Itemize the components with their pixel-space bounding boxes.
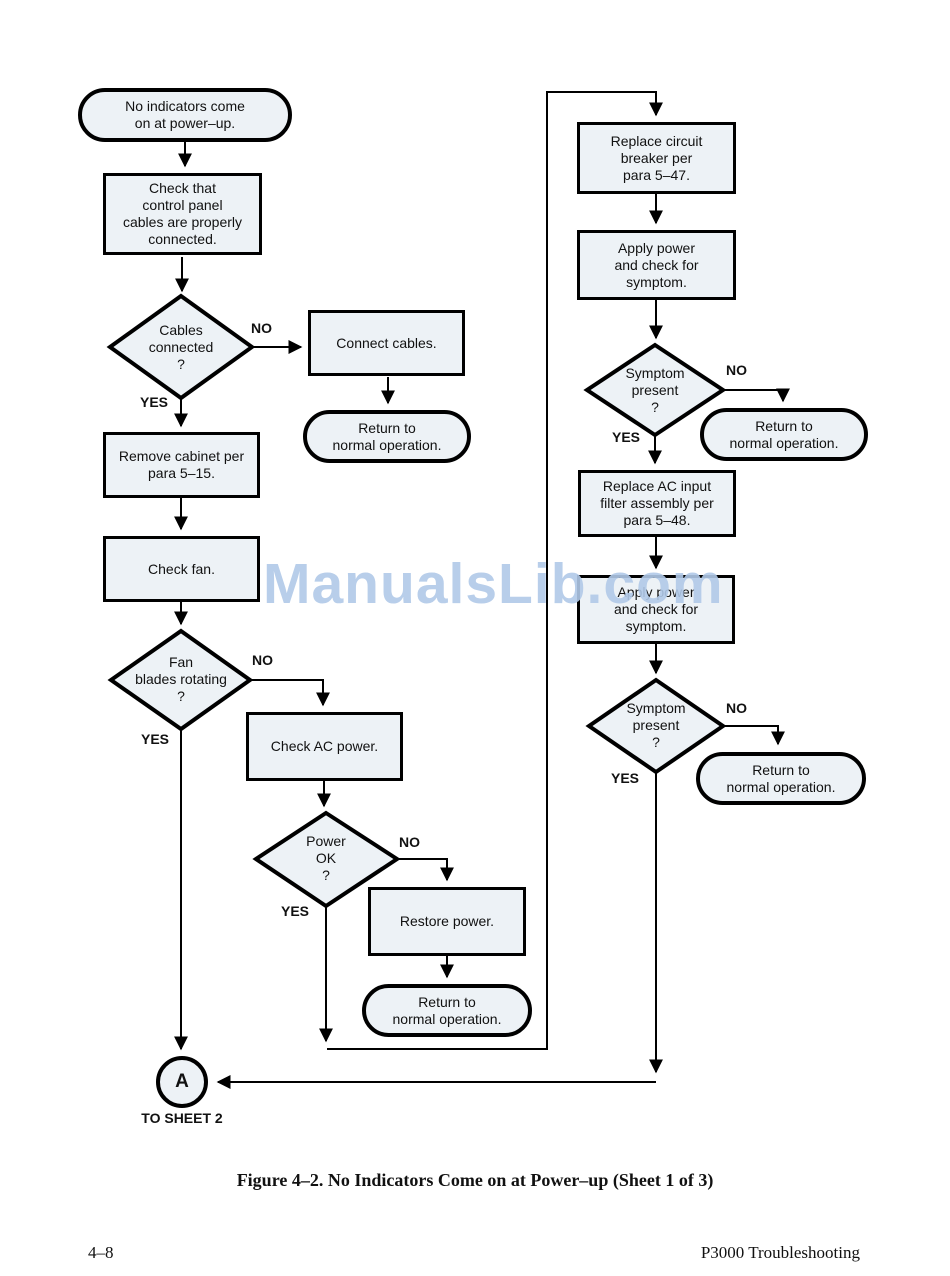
diamond-power-ok [252, 810, 401, 909]
edge-label-no-5: NO [726, 700, 747, 716]
terminal-return-normal-2: Return to normal operation. [362, 984, 532, 1037]
edge-label-no-3: NO [399, 834, 420, 850]
process-restore-power: Restore power. [368, 887, 526, 956]
figure-caption: Figure 4–2. No Indicators Come on at Pow… [236, 1170, 714, 1190]
edge-label-yes-2: YES [141, 731, 170, 747]
decision-fan-rotating-label: Fan blades rotating ? [135, 654, 227, 704]
edge-label-no-1: NO [251, 320, 272, 336]
edge-label-no-4: NO [726, 362, 747, 378]
terminal-return-normal-1: Return to normal operation. [303, 410, 471, 463]
process-apply-power-1: Apply power and check for symptom. [577, 230, 736, 300]
process-connect-cables: Connect cables. [308, 310, 465, 376]
edge-label-yes-4: YES [612, 429, 641, 445]
diamond-fan-rotating [107, 628, 254, 732]
start-terminal: No indicators come on at power–up. [78, 88, 292, 142]
process-remove-cabinet: Remove cabinet per para 5–15. [103, 432, 260, 498]
edge-label-yes-1: YES [140, 394, 169, 410]
decision-power-ok-label: Power OK ? [306, 833, 346, 883]
diamond-symptom-present-1 [583, 342, 727, 438]
to-sheet-2-label: TO SHEET 2 [141, 1110, 223, 1126]
terminal-return-normal-4: Return to normal operation. [696, 752, 866, 805]
edge-symptom2-no [723, 725, 785, 746]
edge-label-no-2: NO [252, 652, 273, 668]
decision-cables-connected-label: Cables connected ? [148, 322, 214, 372]
footer-title: P3000 Troubleshooting [700, 1243, 860, 1262]
edge-loop-to-breaker [327, 91, 663, 1050]
page-number: 4–8 [88, 1243, 114, 1262]
process-check-fan: Check fan. [103, 536, 260, 602]
edge-power-no [397, 858, 454, 882]
edge-label-yes-3: YES [281, 903, 310, 919]
process-check-cables: Check that control panel cables are prop… [103, 173, 262, 255]
edge-label-yes-5: YES [611, 770, 640, 786]
edge-symptom1-no [723, 388, 790, 403]
decision-symptom-present-2-label: Symptom present ? [626, 700, 686, 750]
terminal-return-normal-3: Return to normal operation. [700, 408, 868, 461]
offpage-connector-a: A [156, 1056, 208, 1108]
diamond-symptom-present-2 [585, 677, 727, 775]
diamond-cables-connected [106, 293, 256, 401]
process-apply-power-2: Apply power and check for symptom. [577, 575, 735, 644]
edge-fan-no [250, 679, 330, 707]
process-replace-filter: Replace AC input filter assembly per par… [578, 470, 736, 537]
process-replace-breaker: Replace circuit breaker per para 5–47. [577, 122, 736, 194]
decision-symptom-present-1-label: Symptom present ? [625, 365, 685, 415]
process-check-ac-power: Check AC power. [246, 712, 403, 781]
